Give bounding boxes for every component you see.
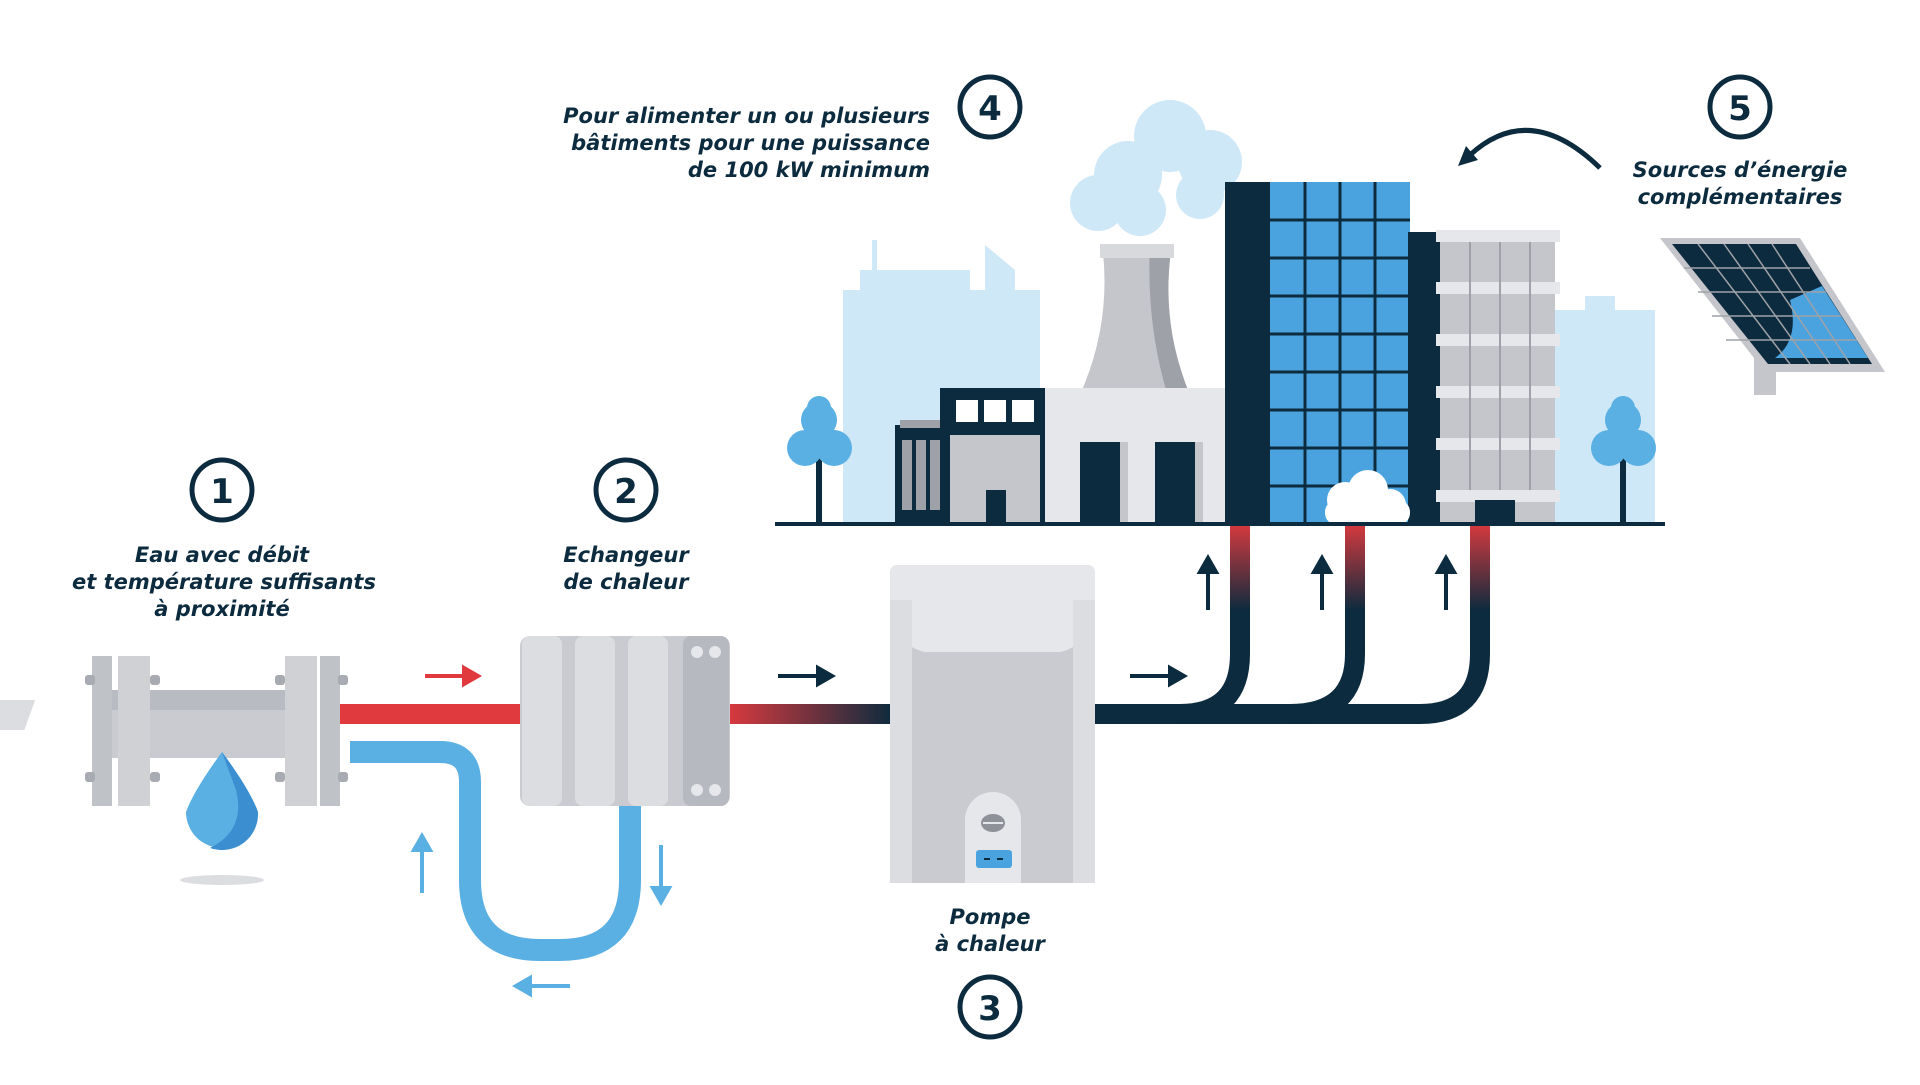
arrow-icon <box>1130 664 1189 688</box>
ground-line <box>775 522 1665 526</box>
step-number-3: 3 <box>978 989 1002 1029</box>
riser-hot-1 <box>1230 520 1250 610</box>
heat-exchanger-icon <box>520 636 730 806</box>
step-label-2-line-1: Echangeur <box>563 543 689 567</box>
arrow-icon <box>649 845 673 907</box>
step-badge-2: 2 <box>593 457 659 523</box>
smoke-cloud <box>1070 100 1242 236</box>
step-label-2: Echangeur de chaleur <box>526 542 726 596</box>
branch-pipe-1 <box>1179 580 1250 724</box>
tower-building <box>1408 230 1560 525</box>
step-badge-5: 5 <box>1707 74 1773 140</box>
riser-hot-2 <box>1345 520 1365 610</box>
step-label-1-line-2: et température suffisants <box>72 570 376 594</box>
step-label-1-line-1: Eau avec débit <box>134 543 310 567</box>
riser-hot-3 <box>1470 520 1490 610</box>
arrow-icon <box>425 664 483 688</box>
pipe-icon <box>0 656 348 806</box>
solar-panel-icon <box>1660 238 1885 395</box>
step-label-3-line-1: Pompe <box>949 905 1031 929</box>
step-badge-4: 4 <box>957 74 1023 140</box>
cooling-tower <box>1082 244 1188 390</box>
step-badge-3: 3 <box>957 974 1023 1040</box>
arrow-icon <box>1434 553 1458 610</box>
step-number-2: 2 <box>614 472 638 512</box>
tree-icon <box>787 396 852 525</box>
exchanger-to-pump-pipe <box>722 704 892 724</box>
heat-pump-icon <box>890 565 1095 883</box>
step-badge-1: 1 <box>189 457 255 523</box>
step-label-4-line-2: bâtiments pour une puissance <box>571 131 930 155</box>
bush <box>1325 470 1410 525</box>
step-label-4: Pour alimenter un ou plusieurs bâtiments… <box>560 103 930 184</box>
hot-water-pipe <box>340 704 540 724</box>
step-label-1: Eau avec débit et température suffisants… <box>72 542 376 623</box>
arrow-icon <box>1310 553 1334 610</box>
step-number-5: 5 <box>1728 89 1752 129</box>
step-number-4: 4 <box>978 89 1002 129</box>
step-number-1: 1 <box>210 472 234 512</box>
step-label-4-line-1: Pour alimenter un ou plusieurs <box>563 104 930 128</box>
step-label-5: Sources d’énergie complémentaires <box>1620 157 1860 211</box>
office-building-icon <box>1225 182 1410 525</box>
step-label-3: Pompe à chaleur <box>890 904 1090 958</box>
step-label-4-line-3: de 100 kW minimum <box>687 158 930 182</box>
arrow-icon <box>1458 127 1602 170</box>
step-label-5-line-1: Sources d’énergie <box>1632 158 1848 182</box>
arrow-icon <box>511 974 570 998</box>
arrow-icon <box>1196 553 1220 610</box>
water-drop-icon <box>180 752 264 885</box>
arrow-icon <box>410 831 434 893</box>
distribution-pipe <box>1085 520 1490 724</box>
step-label-1-line-3: à proximité <box>154 597 290 621</box>
step-label-2-line-2: de chaleur <box>563 570 689 594</box>
tree-icon <box>1591 396 1656 525</box>
arrow-icon <box>778 664 837 688</box>
cold-return-pipe <box>350 741 641 961</box>
step-label-3-line-2: à chaleur <box>935 932 1045 956</box>
branch-pipe-2 <box>1289 580 1365 724</box>
step-label-5-line-2: complémentaires <box>1637 185 1843 209</box>
